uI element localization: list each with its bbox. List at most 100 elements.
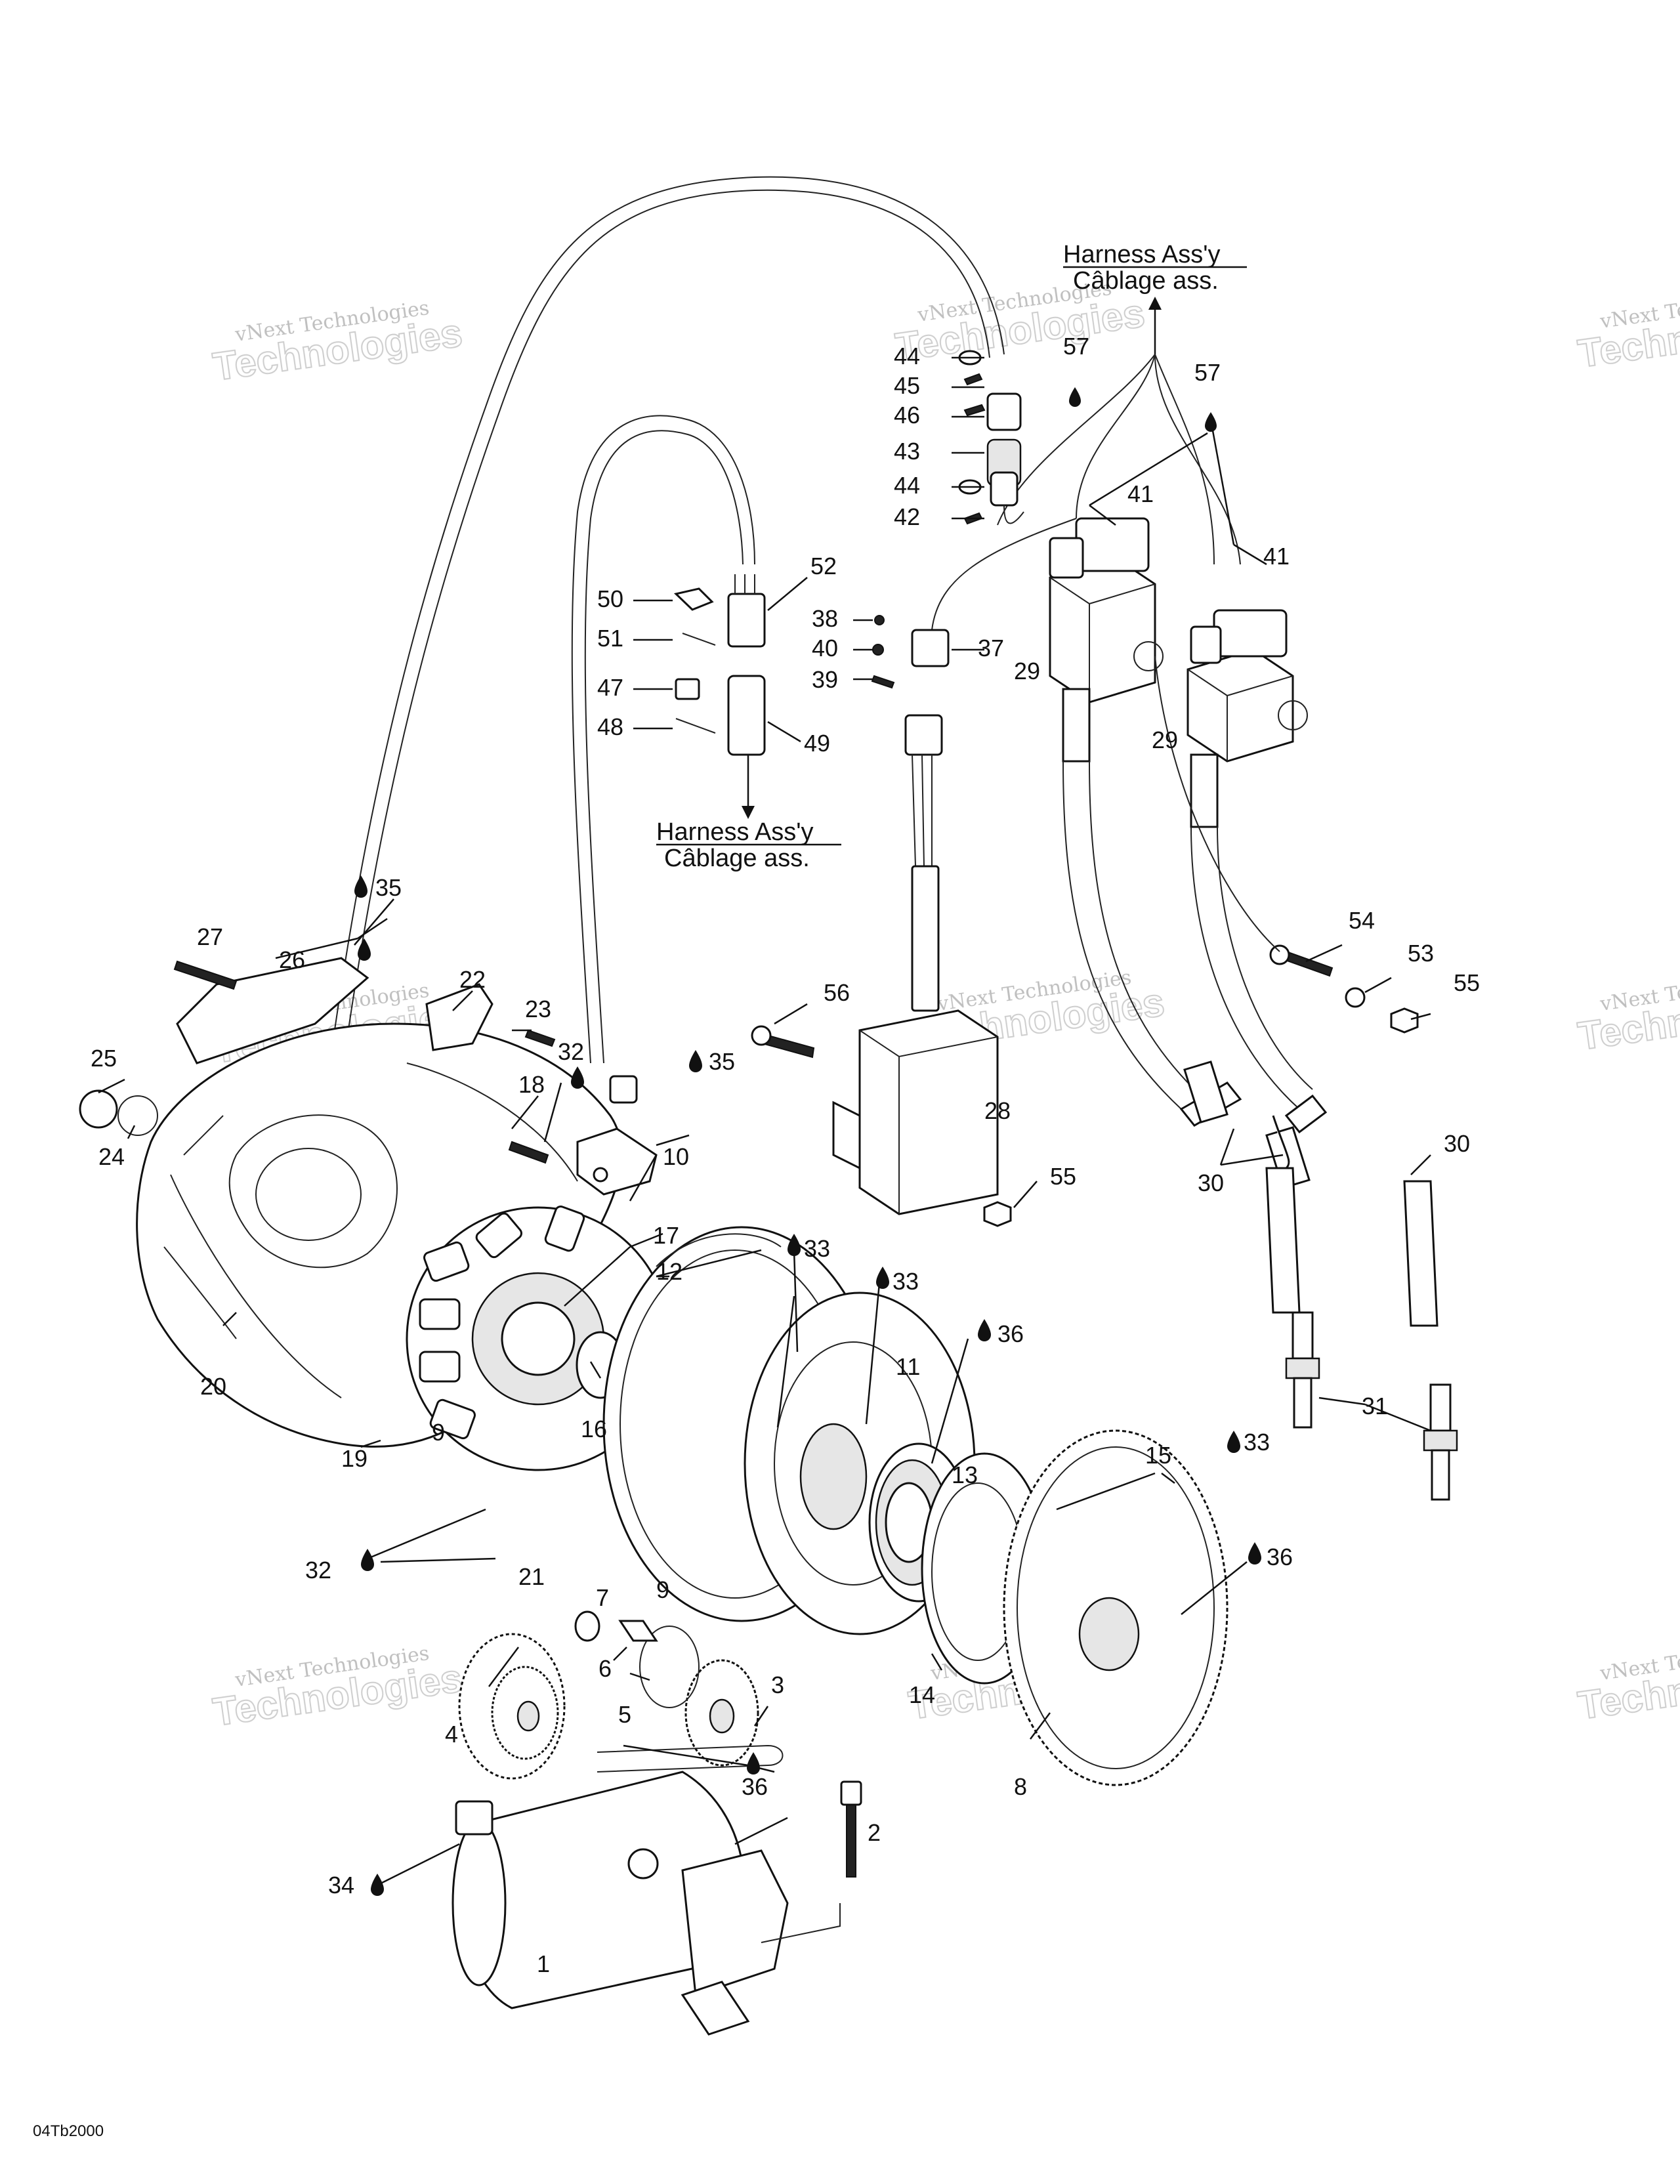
callout-36-b: 36 <box>1267 1544 1293 1570</box>
callout-57-left: 57 <box>1063 333 1089 360</box>
ignition-coil-right <box>1186 609 1328 1134</box>
callout-5: 5 <box>618 1701 631 1728</box>
callout-43: 43 <box>894 438 920 465</box>
connectors-47-52 <box>673 574 766 819</box>
callout-1: 1 <box>537 1950 550 1977</box>
callout-33-b: 33 <box>892 1268 919 1295</box>
callout-31: 31 <box>1362 1393 1388 1419</box>
callout-28: 28 <box>984 1097 1011 1124</box>
callout-2: 2 <box>868 1819 881 1846</box>
drop-icon <box>1205 412 1217 432</box>
harness-label-french: Câblage ass. <box>1073 267 1219 295</box>
drop-icon <box>978 1319 991 1341</box>
callout-45: 45 <box>894 372 920 399</box>
callout-30-left: 30 <box>1198 1169 1224 1196</box>
callout-25: 25 <box>91 1045 117 1072</box>
callout-32-bottom: 32 <box>305 1557 331 1584</box>
callout-39: 39 <box>812 666 838 693</box>
callout-29-right: 29 <box>1152 726 1178 753</box>
callout-labels: 1 2 3 4 5 6 7 8 9 9 10 11 12 13 14 15 16… <box>33 333 1480 2140</box>
drop-icon <box>354 875 368 898</box>
callout-32-top: 32 <box>558 1038 584 1065</box>
callout-26: 26 <box>279 946 305 973</box>
drop-icon <box>689 1050 702 1072</box>
drop-icon <box>876 1267 889 1289</box>
callout-48: 48 <box>597 713 623 740</box>
callout-47: 47 <box>597 674 623 701</box>
callout-46: 46 <box>894 402 920 429</box>
harness-assembly-mid-label: Harness Ass'y Câblage ass. <box>656 818 841 872</box>
callout-53: 53 <box>1408 940 1434 967</box>
drive-gears <box>458 1610 784 1780</box>
callout-22: 22 <box>459 966 486 993</box>
callout-37: 37 <box>978 635 1004 662</box>
callout-34: 34 <box>328 1872 354 1899</box>
callout-35-right: 35 <box>709 1048 735 1075</box>
callout-19: 19 <box>341 1445 368 1472</box>
callout-56: 56 <box>824 979 850 1006</box>
trigger-coil-10 <box>576 1075 658 1196</box>
callout-35-top: 35 <box>375 874 402 901</box>
callout-21: 21 <box>518 1563 545 1590</box>
lubricant-symbols <box>354 387 1261 1896</box>
harness-label-english: Harness Ass'y <box>1063 241 1221 268</box>
ignition-module-28 <box>751 1009 1012 1227</box>
diagram-code: 04Tb2000 <box>33 2122 104 2140</box>
callout-41-right: 41 <box>1263 543 1290 570</box>
drop-icon <box>371 1874 384 1896</box>
callout-40: 40 <box>812 635 838 662</box>
fasteners-53-55 <box>1154 656 1419 1034</box>
callout-12: 12 <box>656 1258 682 1285</box>
callout-23: 23 <box>525 996 551 1022</box>
callout-44-top: 44 <box>894 343 920 369</box>
callout-18: 18 <box>518 1071 545 1098</box>
leader-lines <box>98 356 1431 1885</box>
callout-9-stator: 9 <box>432 1419 445 1446</box>
callout-41-left: 41 <box>1127 480 1154 507</box>
drop-icon <box>1248 1542 1261 1564</box>
callout-52: 52 <box>810 553 837 579</box>
callout-11: 11 <box>896 1353 920 1380</box>
harness-label-english: Harness Ass'y <box>656 818 814 846</box>
callout-17: 17 <box>653 1222 679 1249</box>
callout-54: 54 <box>1349 907 1375 934</box>
callout-10: 10 <box>663 1143 689 1170</box>
drop-icon <box>1069 387 1081 407</box>
callout-50: 50 <box>597 585 623 612</box>
sensor-cable-short <box>571 415 755 1064</box>
harness-label-french: Câblage ass. <box>664 845 810 872</box>
drop-icon <box>358 938 371 961</box>
callout-16: 16 <box>581 1416 607 1442</box>
callout-44-bottom: 44 <box>894 472 920 499</box>
callout-51: 51 <box>597 625 623 652</box>
drop-icon <box>361 1549 374 1571</box>
drop-icon <box>1227 1431 1240 1453</box>
callout-27: 27 <box>197 923 223 950</box>
ignition-coil-left <box>1049 517 1242 1127</box>
spark-plugs <box>1285 1311 1458 1501</box>
callout-49: 49 <box>804 730 830 757</box>
harness-assembly-top-label: Harness Ass'y Câblage ass. <box>1063 241 1247 354</box>
connector-stack-42-46 <box>958 350 1024 525</box>
callout-6: 6 <box>598 1655 612 1682</box>
ring-gear-8 <box>1003 1429 1228 1786</box>
callout-15: 15 <box>1145 1442 1171 1469</box>
callout-42: 42 <box>894 503 920 530</box>
drop-icon <box>571 1066 584 1089</box>
drop-icon <box>747 1752 760 1774</box>
callout-8: 8 <box>1014 1773 1027 1800</box>
callout-14: 14 <box>909 1681 935 1708</box>
callout-9-flywheel: 9 <box>656 1576 669 1603</box>
callout-7: 7 <box>596 1584 609 1611</box>
callout-36-a: 36 <box>998 1320 1024 1347</box>
callout-33-c: 33 <box>1244 1429 1270 1456</box>
callout-33-a: 33 <box>804 1235 830 1262</box>
callout-55-bottom: 55 <box>1050 1163 1076 1190</box>
starter-motor-1 <box>452 1771 862 2036</box>
callout-24: 24 <box>98 1143 125 1170</box>
connector-37 <box>871 615 950 1012</box>
callout-4: 4 <box>445 1721 458 1748</box>
callout-13: 13 <box>952 1461 978 1488</box>
callout-57-right: 57 <box>1194 359 1221 386</box>
